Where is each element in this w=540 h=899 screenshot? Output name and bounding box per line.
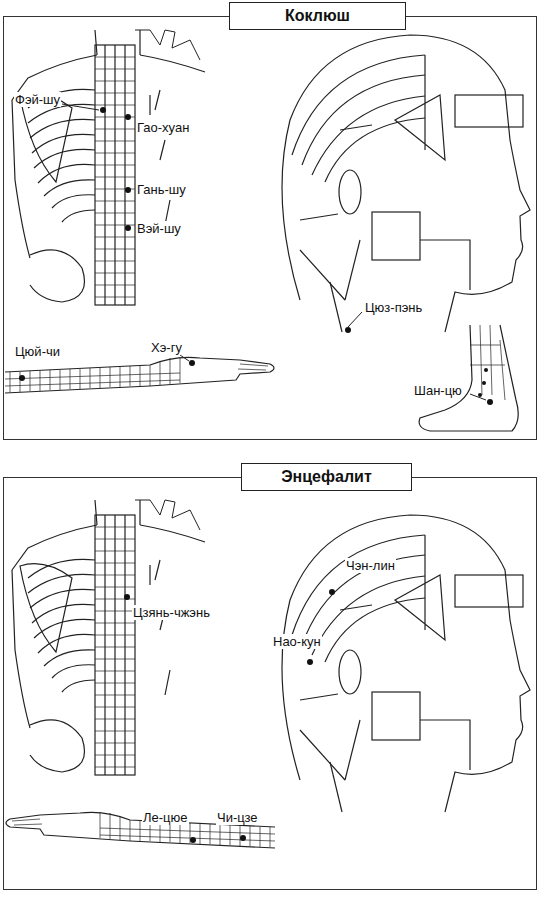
point-label: Ле-цюе bbox=[142, 810, 189, 825]
panel-title: Энцефалит bbox=[281, 468, 372, 486]
point-label: Чэн-лин bbox=[345, 558, 396, 573]
point-label: Цзянь-чжэнь bbox=[132, 605, 211, 620]
point-label: Шан-цю bbox=[413, 383, 463, 398]
point-label: Фэй-шу bbox=[14, 92, 61, 107]
point-label: Цюз-пэнь bbox=[364, 300, 423, 315]
point-label: Хэ-гу bbox=[150, 340, 183, 355]
disease-panel: Коклюш bbox=[3, 16, 537, 440]
point-label: Вэй-шу bbox=[136, 221, 182, 236]
panel-title: Коклюш bbox=[285, 7, 350, 25]
point-label: Нао-кун bbox=[272, 634, 322, 649]
heading-box: Коклюш bbox=[229, 2, 406, 30]
disease-panel: Энцефалит bbox=[3, 477, 537, 890]
point-label: Гань-шу bbox=[136, 182, 187, 197]
heading-box: Энцефалит bbox=[241, 463, 412, 491]
point-label: Чи-цзе bbox=[216, 810, 259, 825]
point-label: Гао-хуан bbox=[136, 120, 190, 135]
point-label: Цюй-чи bbox=[14, 344, 61, 359]
